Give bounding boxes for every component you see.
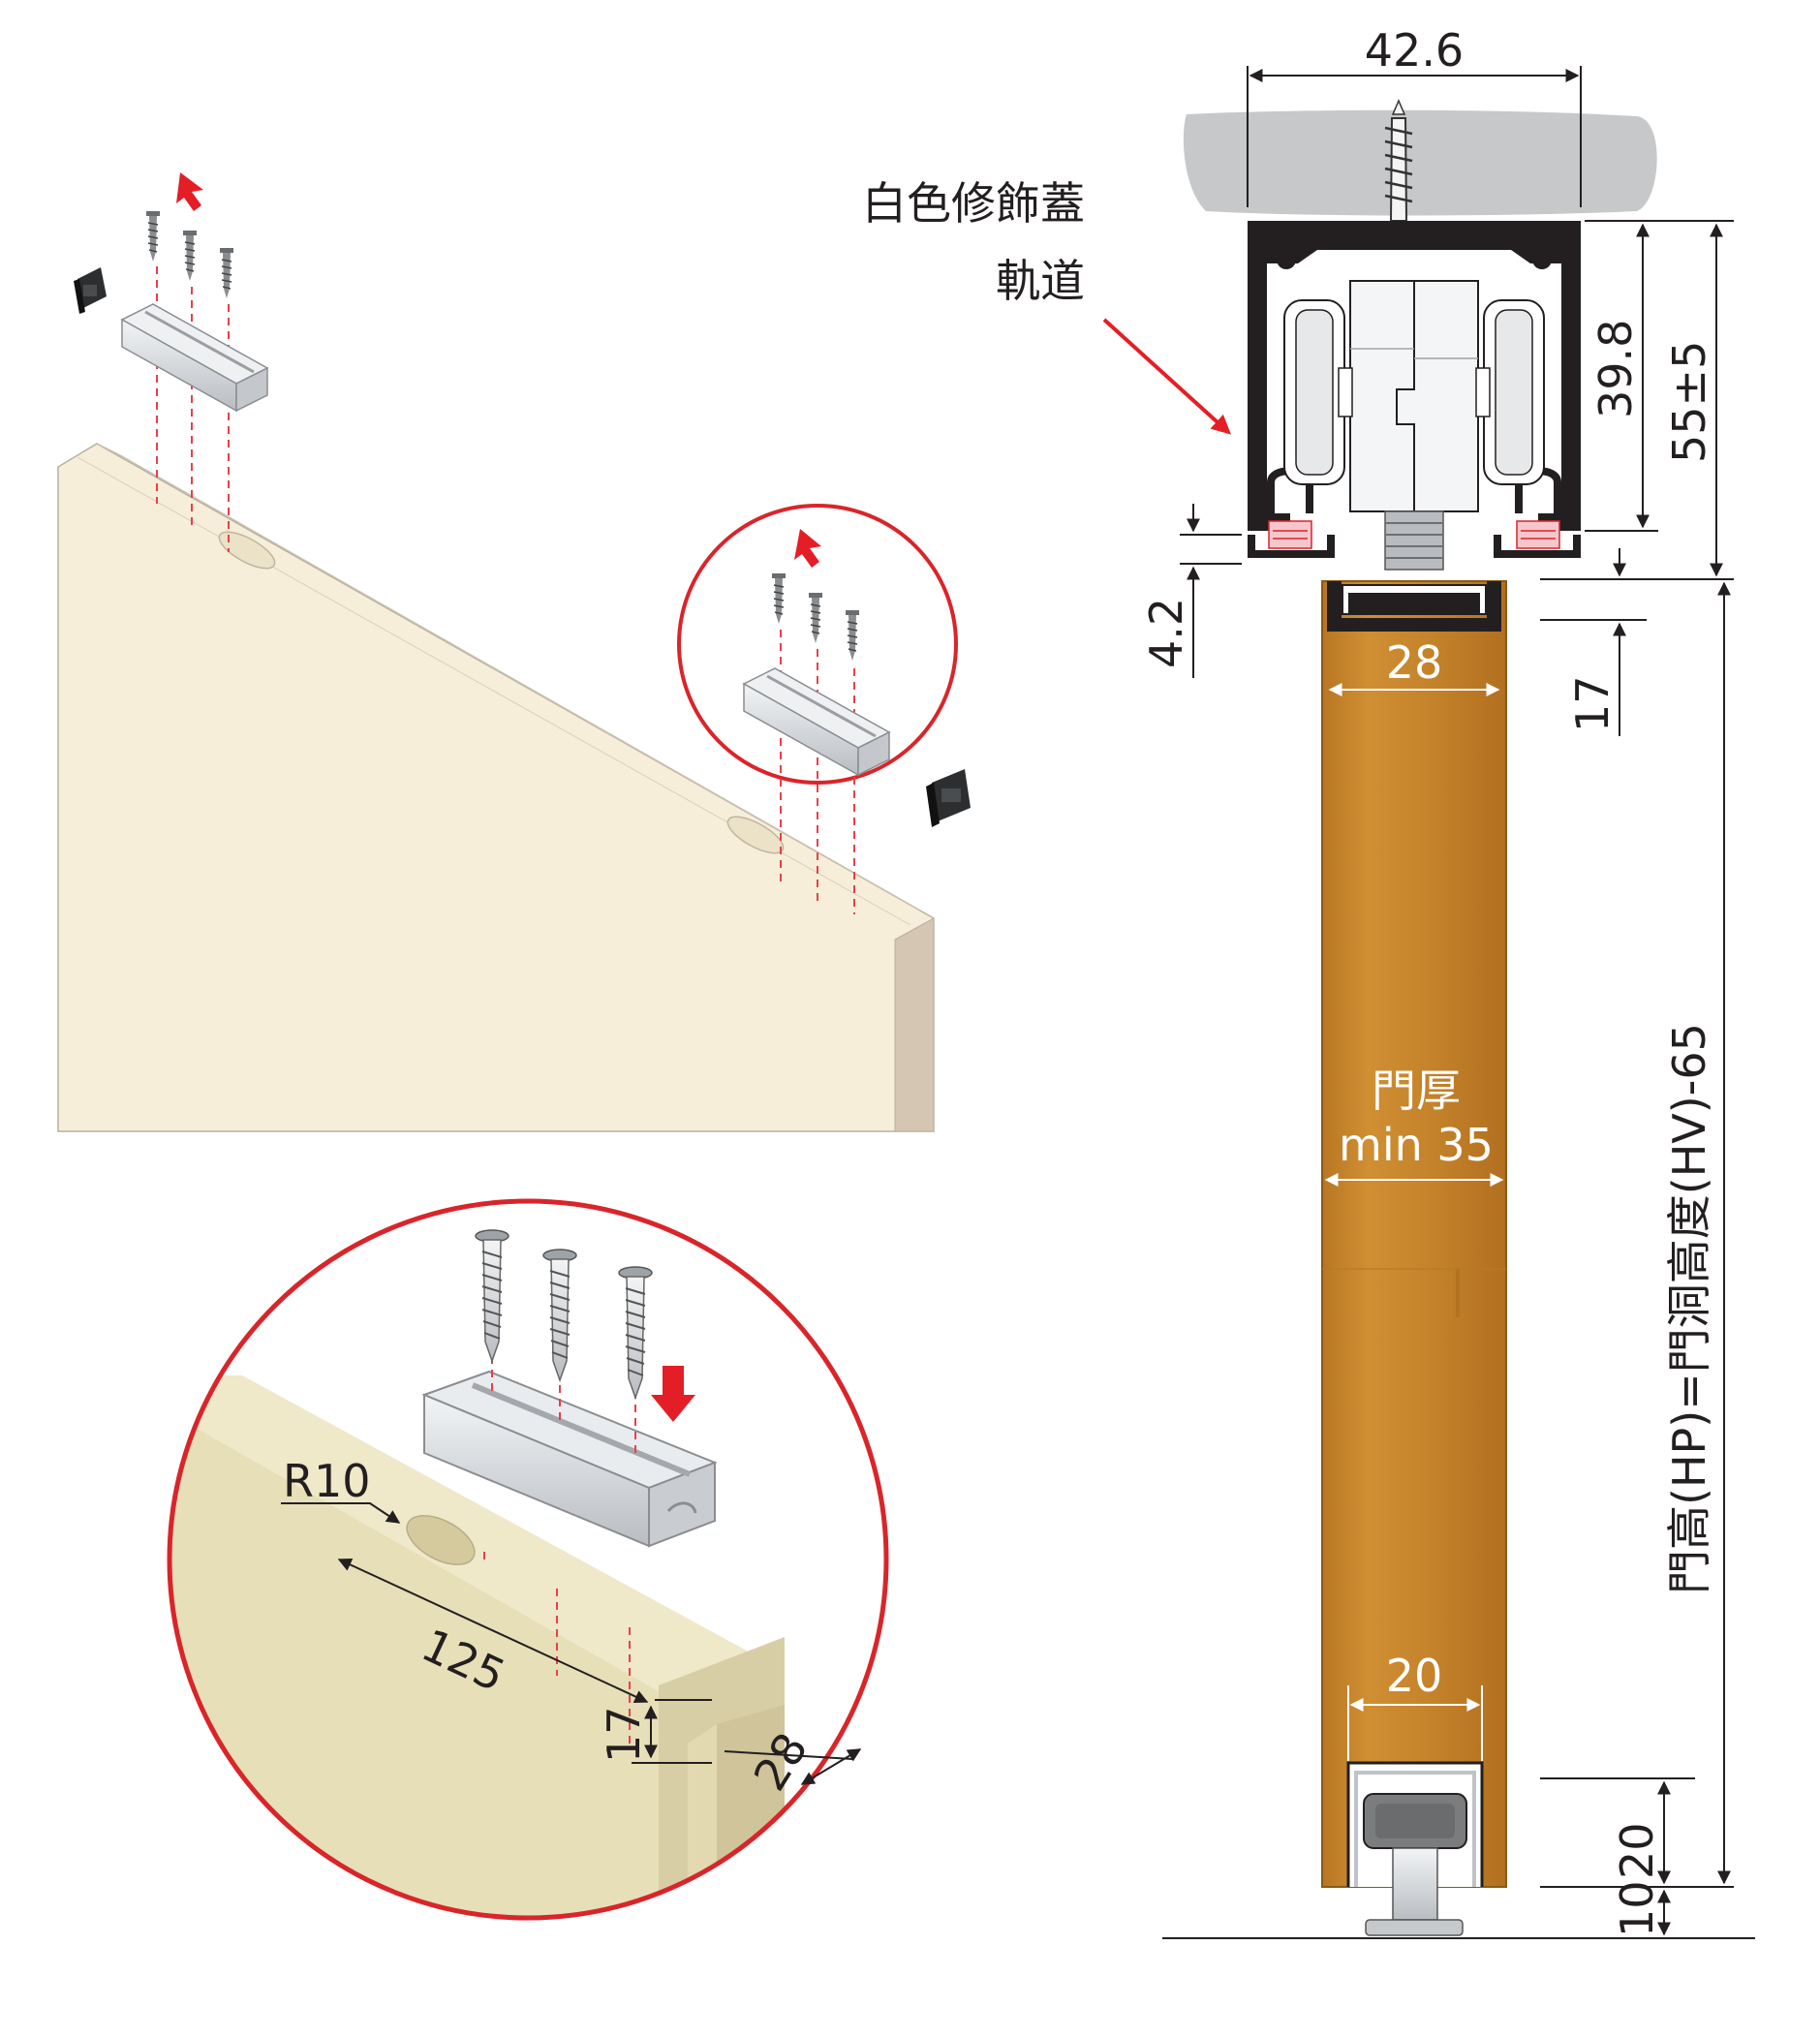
detail-circle [167,1198,889,1921]
down-arrow-icon [794,529,821,568]
screw-icon [182,230,198,282]
slot-length-dim [337,1558,649,1704]
floor-guide [1363,1793,1467,1936]
track-inner-height-label: 39.8 [1589,320,1642,418]
door-thickness-label: 門厚 [1372,1065,1461,1117]
trim-cover [1248,520,1581,558]
track-total-height-label: 55±5 [1663,341,1715,463]
end-cap-icon [74,267,107,314]
radius-leader [281,1502,401,1524]
door-panel-isometric [57,443,935,1132]
down-arrow-icon [651,1366,695,1422]
bottom-guide-height-label: 20 [1611,1822,1663,1879]
radius-label: R10 [283,1455,371,1507]
track-width-label: 42.6 [1365,24,1464,77]
screw-icon [219,247,234,299]
down-arrow-icon [176,172,203,211]
groove-depth-label: 17 [1566,675,1619,732]
end-cap-icon [926,769,971,827]
trim-cover-label: 白色修飾蓋 [862,177,1085,230]
section-drawing: 42.6 39.8 55±5 4.2 17 28 門厚 min 35 20 [862,24,1755,1939]
screw-icon [771,572,787,625]
rail-bracket-icon [421,1370,718,1548]
ceiling [1183,109,1657,216]
door-section [1321,580,1507,1888]
slot-r10 [406,1515,476,1565]
screw-icon [808,592,823,644]
door-thickness-min-label: min 35 [1339,1119,1494,1171]
groove-depth-detail-label: 17 [598,1706,650,1763]
leader-arrow [1102,318,1231,435]
gap-label: 4.2 [1140,598,1192,668]
bottom-guide-width-label: 20 [1386,1650,1443,1702]
screw-icon [145,210,161,262]
slot-right [726,816,785,854]
detail-view: R10 125 17 28 [167,1198,889,1921]
highlight-circle [677,504,958,914]
floor-gap-label: 10 [1611,1880,1663,1937]
rail-bracket-icon [120,303,269,413]
rail-bracket-icon [742,667,891,777]
screw-icon [845,609,860,662]
slot-left [218,531,276,570]
left-assembly [74,172,269,552]
door-height-formula: 門高(HP)=門洞高度(HV)-65 [1663,1023,1715,1594]
track-label: 軌道 [996,255,1085,307]
trolley [1283,280,1545,571]
groove-width-label: 28 [1386,636,1443,689]
